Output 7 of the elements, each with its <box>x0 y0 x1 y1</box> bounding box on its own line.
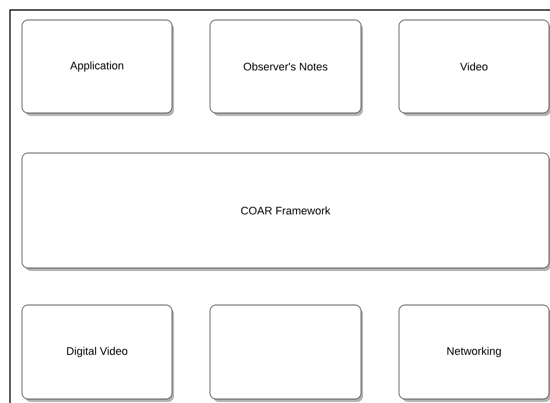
text-box: Digital Video <box>22 304 174 402</box>
text-box: Application <box>22 20 174 116</box>
text-box: Observer's Notes <box>210 20 363 116</box>
text-box: Networking <box>398 304 550 402</box>
text-box: Video <box>398 20 550 116</box>
text-box: COAR Framework <box>22 152 550 271</box>
empty-box <box>210 304 363 402</box>
